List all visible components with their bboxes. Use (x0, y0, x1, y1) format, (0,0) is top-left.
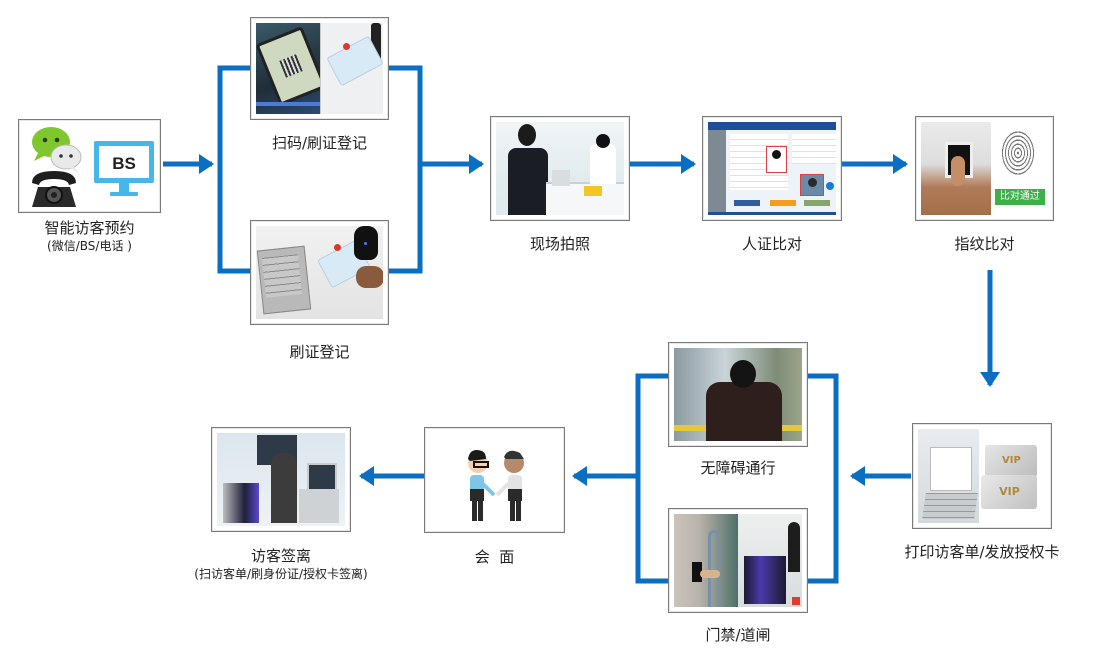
phone-icon (32, 171, 76, 207)
visitor-figure (508, 148, 548, 215)
turnstile-photo (738, 514, 802, 607)
app-titlebar (708, 122, 836, 130)
print-card-label: 打印访客单/发放授权卡 (904, 543, 1060, 561)
person-right (495, 450, 524, 521)
vip-card: VIP (985, 445, 1038, 477)
bracket-access-left (635, 373, 670, 584)
checkout-label: 访客签离 (250, 547, 311, 565)
id-register-image (250, 220, 389, 325)
fingerprint-icon (1000, 130, 1035, 176)
meeting-image (424, 427, 565, 533)
id-match-image (702, 116, 842, 221)
pass-badge: 比对通过 (994, 189, 1045, 205)
live-photo (800, 174, 824, 196)
qr-phone-photo (256, 23, 320, 114)
receptionist-figure (590, 144, 616, 184)
fingerprint-image: 比对通过 (915, 116, 1054, 221)
id-photo (766, 146, 787, 173)
visitor-figure (271, 453, 297, 523)
id-register-label: 刷证登记 (289, 343, 350, 361)
visitor-slip (930, 447, 972, 491)
svg-text:BS: BS (112, 154, 136, 173)
kiosk-screen (307, 463, 337, 491)
id-card-photo (319, 23, 383, 114)
access-gate-image (668, 508, 808, 613)
print-card-image: VIP VIP (912, 423, 1052, 529)
meeting-label: 会 面 (474, 548, 515, 566)
checkout-sublabel: (扫访客单/刷身份证/授权卡签离) (194, 567, 368, 581)
photo-image (490, 116, 630, 221)
wechat-icon (32, 127, 82, 173)
scan-register-label: 扫码/刷证登记 (271, 134, 368, 152)
app-sidebar (708, 130, 726, 215)
scan-register-image (250, 17, 389, 120)
hand (356, 266, 383, 288)
printer-photo (918, 429, 981, 523)
booking-image: BS (18, 119, 161, 213)
card-reader (692, 562, 702, 582)
monitor-icon: BS (94, 141, 154, 196)
photo-label: 现场拍照 (529, 235, 590, 253)
person-back (706, 382, 782, 441)
checkout-image (211, 427, 351, 532)
vip-cards-photo: VIP VIP (979, 429, 1046, 523)
bracket-register-right (389, 65, 423, 274)
bracket-register-left (217, 65, 250, 274)
barrier-free-image (668, 342, 808, 447)
fingerprint-label: 指纹比对 (954, 235, 1015, 253)
booking-label: 智能访客预约 (44, 219, 135, 237)
barrier-free-label: 无障碍通行 (700, 459, 776, 477)
handshake-illustration (468, 450, 524, 521)
fingerprint-scanner-photo (921, 122, 991, 215)
bracket-access-right (808, 373, 839, 584)
turnstile (223, 483, 259, 523)
vip-card: VIP (981, 475, 1038, 509)
id-match-label: 人证比对 (741, 235, 802, 253)
access-gate-label: 门禁/道闸 (705, 626, 771, 644)
fingerprint-result: 比对通过 (990, 122, 1048, 215)
access-control-photo (674, 514, 739, 607)
person-left (468, 450, 496, 521)
booking-sublabel: (微信/BS/电话 ) (47, 239, 132, 253)
booking-illustration: BS (32, 127, 154, 207)
